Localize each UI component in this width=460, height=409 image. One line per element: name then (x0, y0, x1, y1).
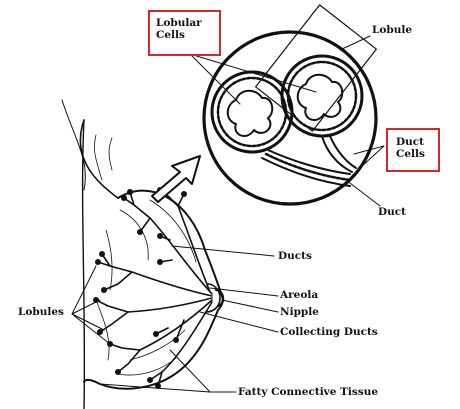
duct-cells-label-line2: Cells (396, 148, 430, 160)
torso-outline (80, 120, 118, 198)
collecting-ducts-label: Collecting Ducts (280, 326, 378, 338)
lobular-cells-label-line1: Lobular (156, 17, 213, 29)
ducts-label: Ducts (278, 250, 312, 262)
arm-outline (62, 100, 85, 190)
lobular-cells-label-line2: Cells (156, 29, 213, 41)
nipple-label: Nipple (280, 306, 319, 318)
duct-cells-label-line1: Duct (396, 136, 430, 148)
fatty-connective-tissue-label: Fatty Connective Tissue (238, 386, 378, 398)
duct-label: Duct (378, 206, 406, 218)
magnify-arrow (152, 156, 200, 202)
duct-cells-label-box: Duct Cells (386, 128, 440, 172)
magnified-lobule-right (282, 56, 362, 136)
areola-label: Areola (280, 289, 318, 301)
lobule-label: Lobule (372, 24, 412, 36)
lobules-label: Lobules (18, 306, 64, 318)
magnified-lobule-left (212, 72, 292, 152)
lobular-cells-label-box: Lobular Cells (148, 10, 221, 56)
